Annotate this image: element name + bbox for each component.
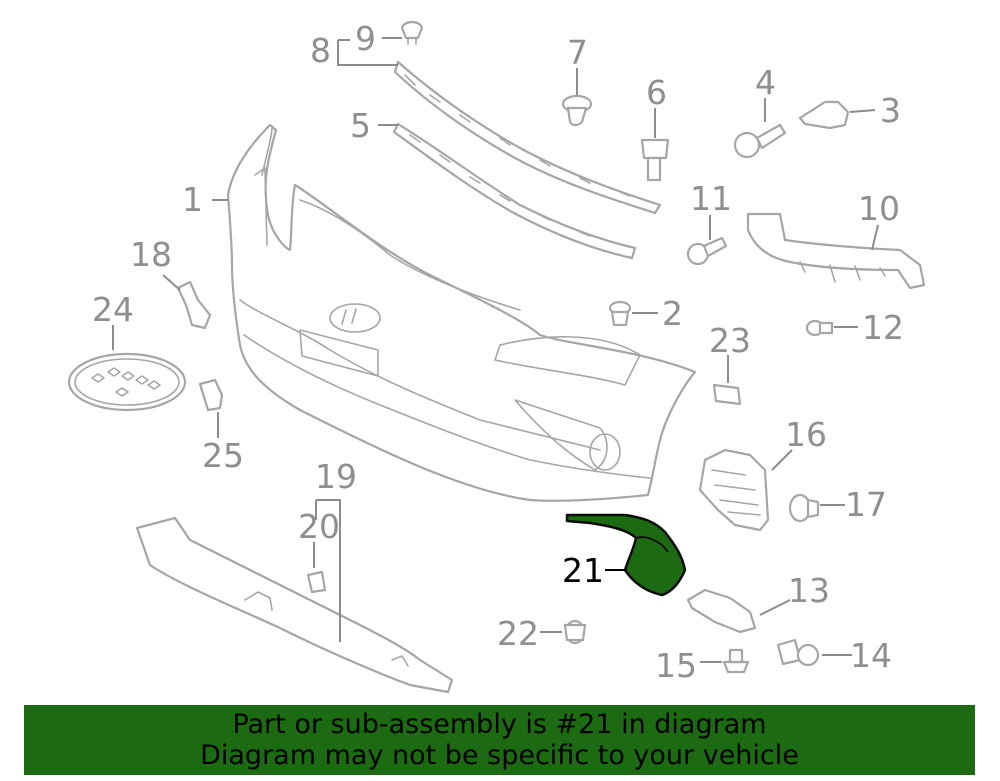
retainer-strip-part (392, 122, 637, 260)
callout-9: 9 (355, 19, 376, 58)
callout-25: 25 (202, 436, 244, 475)
callout-24: 24 (92, 290, 134, 329)
callout-3: 3 (880, 91, 901, 130)
bracket-part-3 (798, 100, 850, 130)
bolt-part-11 (686, 236, 728, 266)
callout-16: 16 (785, 415, 827, 454)
bolt-part-6 (640, 138, 670, 182)
bracket-part-13 (686, 588, 757, 634)
callout-labels: 1 2 3 4 5 6 7 8 9 10 11 12 13 14 15 16 1… (92, 19, 904, 685)
callout-22: 22 (497, 614, 539, 653)
callout-19: 19 (315, 457, 357, 496)
callout-1: 1 (182, 180, 203, 219)
bracket-part-16 (698, 448, 770, 532)
clip-part-2 (608, 300, 632, 327)
info-banner: Part or sub-assembly is #21 in diagram D… (24, 705, 975, 775)
callout-5: 5 (350, 106, 371, 145)
callout-21: 21 (562, 551, 604, 590)
callout-8: 8 (310, 31, 331, 70)
callout-11: 11 (690, 179, 732, 218)
callout-14: 14 (850, 636, 892, 675)
bracket-part-18 (176, 280, 212, 330)
clip-part-23 (712, 383, 742, 406)
emblem-part-24 (67, 352, 187, 412)
callout-23: 23 (709, 321, 751, 360)
callout-2: 2 (662, 294, 683, 333)
clip-part-22 (563, 619, 587, 645)
callout-10: 10 (858, 189, 900, 228)
callout-4: 4 (755, 63, 776, 102)
clip-part-12 (805, 319, 834, 337)
upper-strip-part (393, 60, 662, 215)
leader-lines (112, 37, 879, 663)
banner-line-disclaimer: Diagram may not be specific to your vehi… (200, 740, 799, 771)
callout-18: 18 (130, 235, 172, 274)
callout-12: 12 (862, 308, 904, 347)
clip-part-20 (306, 570, 327, 594)
callout-20: 20 (298, 507, 340, 546)
parts-diagram: 1 2 3 4 5 6 7 8 9 10 11 12 13 14 15 16 1… (67, 19, 926, 694)
callout-13: 13 (788, 571, 830, 610)
reinforcement-bracket-part-10 (746, 212, 926, 290)
callout-7: 7 (567, 33, 588, 72)
callout-15: 15 (655, 646, 697, 685)
highlighted-part-21-edge (635, 536, 669, 553)
clip-part-17 (788, 493, 820, 523)
clip-part-15 (722, 648, 750, 674)
clip-part-9 (400, 20, 424, 45)
bracket-part-25 (198, 378, 224, 412)
bumper-cover-part (226, 123, 697, 502)
bolt-part-14 (776, 638, 820, 667)
callout-6: 6 (646, 73, 667, 112)
highlighted-part-21 (565, 513, 687, 597)
lower-grille-part-19 (135, 516, 454, 694)
callout-17: 17 (845, 485, 887, 524)
bolt-part-4 (733, 123, 787, 159)
banner-line-part-number: Part or sub-assembly is #21 in diagram (232, 709, 767, 740)
clip-part-7 (561, 94, 593, 127)
